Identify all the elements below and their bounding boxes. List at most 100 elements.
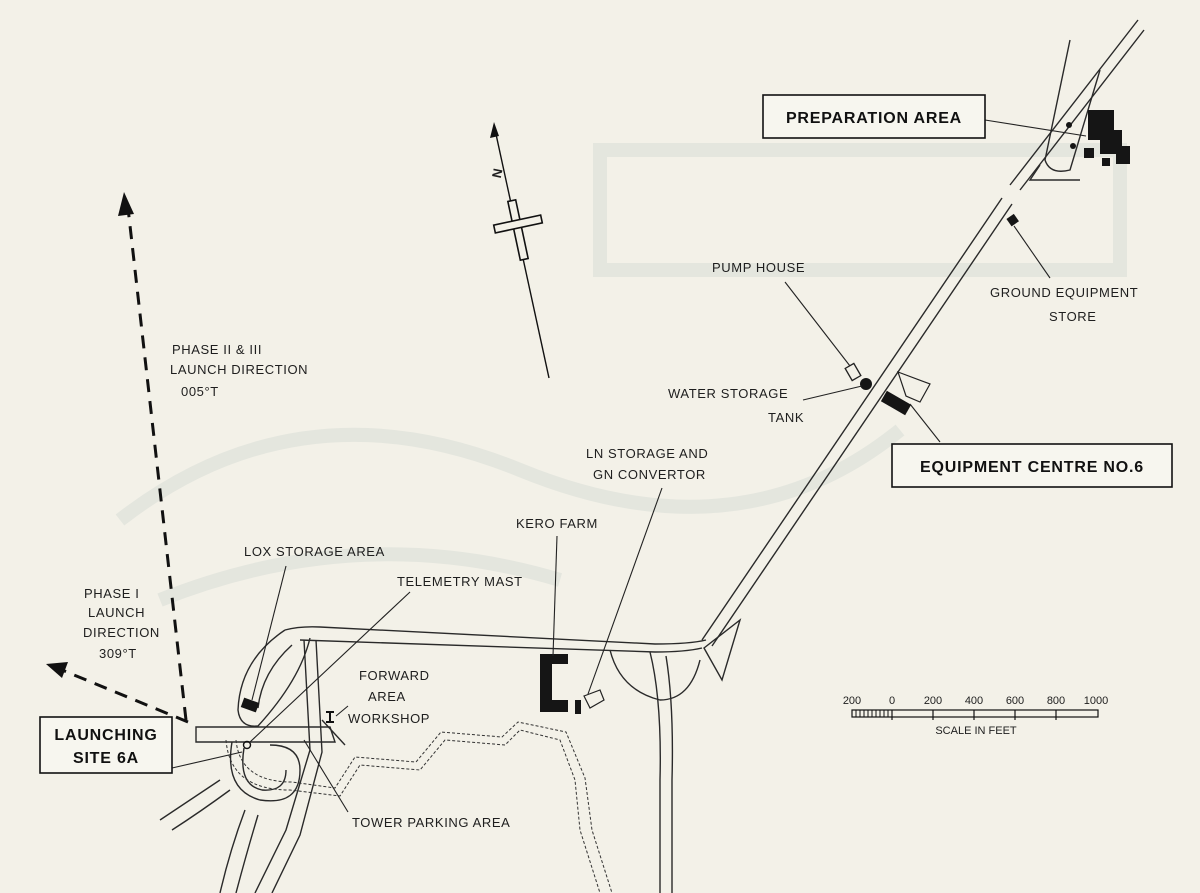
ln-storage-label-line2: GN CONVERTOR bbox=[593, 467, 706, 482]
prep-road-left bbox=[1009, 19, 1139, 186]
phase2-label-line2: LAUNCH DIRECTION bbox=[170, 362, 308, 377]
phase2-label-line1: PHASE II & III bbox=[172, 342, 262, 357]
sw-spur-3 bbox=[219, 809, 246, 893]
ground-equipment-store-building bbox=[1006, 213, 1019, 227]
phase1-label-line1: PHASE I bbox=[84, 586, 140, 601]
preparation-area-box bbox=[762, 94, 986, 139]
scale-tick-label: 800 bbox=[1047, 695, 1065, 707]
equipment-centre-outline bbox=[897, 370, 931, 403]
scale-tick-label: 200 bbox=[924, 695, 942, 707]
ln-storage-label-line1: LN STORAGE AND bbox=[586, 446, 708, 461]
preparation-area-label: PREPARATION AREA bbox=[786, 110, 962, 127]
launching-site-label-line1: LAUNCHING bbox=[54, 727, 157, 744]
main-road-right-edge bbox=[711, 203, 1013, 647]
prep-building-5 bbox=[1102, 158, 1110, 166]
north-label: N bbox=[489, 166, 506, 179]
phase1-label-line2: LAUNCH bbox=[88, 605, 145, 620]
forward-area-label-line3: WORKSHOP bbox=[348, 711, 430, 726]
scale-tick-label: 1000 bbox=[1084, 695, 1108, 707]
equipment-centre-building bbox=[880, 390, 912, 416]
tower-road-left bbox=[254, 639, 311, 893]
workshop-spur bbox=[321, 719, 346, 746]
lox-loop-outer bbox=[237, 629, 311, 727]
tower-road-right bbox=[271, 639, 323, 893]
leader-lox-storage bbox=[251, 565, 287, 701]
map-labels: PREPARATION AREA PUMP HOUSE GROUND EQUIP… bbox=[39, 94, 1173, 830]
kero-loop bbox=[609, 649, 701, 701]
equipment-centre-box bbox=[891, 443, 1173, 488]
prep-dot-2 bbox=[1066, 122, 1072, 128]
leader-pump-house bbox=[784, 281, 851, 367]
north-arrow: N bbox=[489, 122, 550, 379]
launch-pad-road bbox=[195, 726, 336, 743]
prep-compound-road bbox=[1044, 39, 1101, 172]
prep-building-4 bbox=[1084, 148, 1094, 158]
road-network bbox=[159, 19, 1145, 893]
scale-tick-label: 600 bbox=[1006, 695, 1024, 707]
prep-road-right bbox=[1019, 29, 1145, 191]
leader-workshop bbox=[335, 705, 349, 717]
launching-site-box bbox=[39, 716, 173, 774]
scale-bar-outline bbox=[851, 709, 1099, 718]
east-west-road-bottom bbox=[299, 639, 703, 653]
leader-water-tank bbox=[802, 385, 863, 401]
launch-loop bbox=[229, 741, 301, 802]
junction-triangle bbox=[703, 618, 742, 682]
phase1-arrowhead bbox=[46, 662, 68, 678]
leader-launch-site bbox=[171, 751, 243, 769]
leader-kero-farm bbox=[552, 535, 558, 657]
main-road-left-edge bbox=[701, 197, 1003, 641]
leader-equipment-centre bbox=[909, 403, 941, 443]
equipment-centre-label: EQUIPMENT CENTRE NO.6 bbox=[920, 459, 1144, 476]
prep-compound-road-2 bbox=[1028, 164, 1080, 181]
scale-tick-label: 400 bbox=[965, 695, 983, 707]
scale-bar: 200 0 200 400 600 800 1000 SCALE bbox=[843, 695, 1108, 737]
south-road-right bbox=[665, 655, 674, 893]
scale-tick-labels: 200 0 200 400 600 800 1000 bbox=[843, 695, 1108, 707]
ln-convertor-outline bbox=[583, 689, 605, 709]
phase2-arrowhead bbox=[118, 192, 134, 216]
water-tank-label-line2: TANK bbox=[768, 410, 804, 425]
pump-house-building bbox=[844, 362, 862, 382]
kero-farm-building bbox=[540, 654, 568, 712]
ground-equipment-label-line2: STORE bbox=[1049, 309, 1097, 324]
sw-spur-2 bbox=[171, 789, 231, 831]
sw-spur-4 bbox=[235, 814, 259, 893]
launching-site-label-line2: SITE 6A bbox=[73, 750, 139, 767]
scale-caption: SCALE IN FEET bbox=[935, 725, 1017, 737]
scale-bar-fine-ticks bbox=[855, 710, 889, 717]
launch-loop-inner bbox=[242, 747, 287, 791]
telemetry-mast-label: TELEMETRY MAST bbox=[397, 574, 523, 589]
leader-ground-equipment bbox=[1013, 225, 1051, 279]
background-bleed bbox=[115, 143, 1127, 607]
water-tank-label-line1: WATER STORAGE bbox=[668, 386, 788, 401]
prep-dot-1 bbox=[1070, 143, 1076, 149]
south-road-left bbox=[649, 651, 661, 893]
scale-tick-label: 200 bbox=[843, 695, 861, 707]
ln-storage-building bbox=[575, 700, 581, 714]
ground-equipment-label-line1: GROUND EQUIPMENT bbox=[990, 285, 1138, 300]
sw-spur-1 bbox=[159, 779, 221, 821]
leader-preparation bbox=[984, 119, 1087, 137]
pump-house-label: PUMP HOUSE bbox=[712, 260, 805, 275]
leader-tower-parking bbox=[303, 739, 349, 813]
tower-parking-label: TOWER PARKING AREA bbox=[352, 815, 510, 830]
kero-farm-label: KERO FARM bbox=[516, 516, 598, 531]
forward-area-label-line1: FORWARD bbox=[359, 668, 430, 683]
telemetry-mast-icon bbox=[242, 740, 252, 750]
forward-area-label-line2: AREA bbox=[368, 689, 406, 704]
phase1-label-line4: 309°T bbox=[99, 646, 137, 661]
lox-storage-label: LOX STORAGE AREA bbox=[244, 544, 385, 559]
launch-direction-arrows bbox=[46, 192, 189, 724]
lox-loop-inner bbox=[257, 644, 293, 709]
cable-trench bbox=[225, 729, 601, 893]
phase1-label-line3: DIRECTION bbox=[83, 625, 160, 640]
lox-storage-building bbox=[240, 697, 260, 713]
buildings bbox=[240, 110, 1130, 750]
scale-tick-label: 0 bbox=[889, 695, 895, 707]
prep-building-3 bbox=[1116, 146, 1130, 164]
leader-lines bbox=[171, 119, 1087, 813]
leader-ln-storage bbox=[587, 487, 663, 695]
phase2-label-line3: 005°T bbox=[181, 384, 219, 399]
